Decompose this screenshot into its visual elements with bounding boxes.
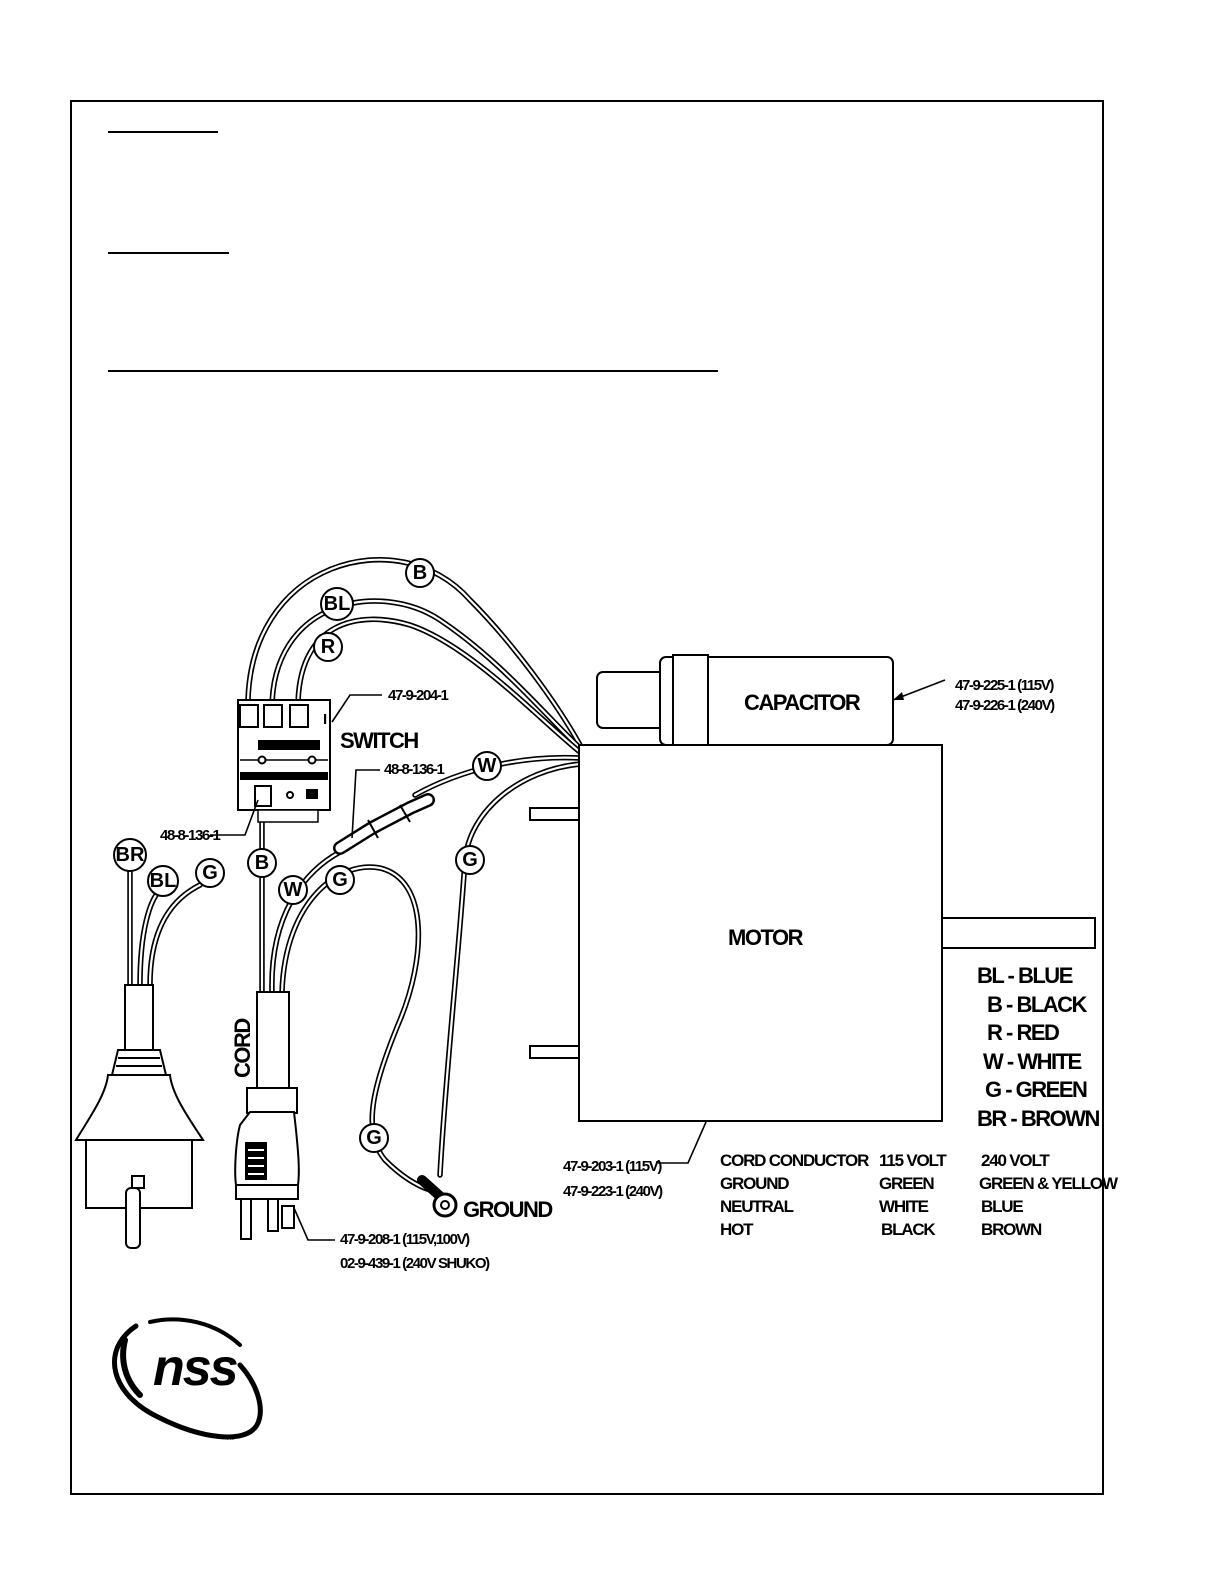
table-cell: GREEN & YELLOW xyxy=(979,1174,1119,1193)
wire-label-bl-switch: BL xyxy=(320,587,354,621)
svg-text:G: G xyxy=(202,862,218,884)
svg-text:G: G xyxy=(332,869,348,891)
wire-connector xyxy=(333,793,435,855)
table-header: 240 VOLT xyxy=(981,1151,1050,1170)
wire-label-g-motor: G xyxy=(455,845,485,875)
switch-mark: I xyxy=(323,711,327,728)
svg-text:W: W xyxy=(478,755,497,777)
motor-part-115: 47-9-203-1 (115V) xyxy=(563,1158,662,1175)
svg-text:R: R xyxy=(321,636,336,658)
logo-tm: TM xyxy=(226,1436,235,1442)
svg-text:B: B xyxy=(413,562,427,584)
table-header: CORD CONDUCTOR xyxy=(720,1151,869,1170)
table-cell: BLUE xyxy=(981,1197,1023,1216)
table-cell: GREEN xyxy=(879,1174,934,1193)
nss-logo: nss TM xyxy=(112,1317,263,1442)
table-cell: BLACK xyxy=(881,1220,936,1239)
page-frame xyxy=(70,100,1104,1495)
cord-part-240: 02-9-439-1 (240V SHUKO) xyxy=(340,1255,490,1272)
table-cell: BROWN xyxy=(981,1220,1042,1239)
wire-label-g-plug: G xyxy=(195,858,225,888)
legend-item: R - RED xyxy=(987,1020,1059,1045)
svg-text:BL: BL xyxy=(324,593,351,615)
wire-label-g-cord: G xyxy=(325,865,355,895)
wire-label-br-plug: BR xyxy=(113,838,147,872)
ground-label: GROUND xyxy=(463,1197,552,1222)
svg-text:BL: BL xyxy=(150,870,177,892)
switch-label: SWITCH xyxy=(340,728,418,753)
capacitor-label: CAPACITOR xyxy=(744,690,861,715)
table-cell: GROUND xyxy=(720,1174,789,1193)
svg-text:G: G xyxy=(462,849,478,871)
capacitor-part-115: 47-9-225-1 (115V) xyxy=(955,677,1054,694)
capacitor: CAPACITOR xyxy=(596,654,894,781)
svg-text:B: B xyxy=(255,852,269,874)
switch-terminal-part: 48-8-136-1 xyxy=(160,827,220,844)
plug-240v xyxy=(74,984,205,1249)
table-cell: HOT xyxy=(720,1220,754,1239)
motor: MOTOR xyxy=(529,744,1096,1122)
motor-part-240: 47-9-223-1 (240V) xyxy=(563,1183,663,1200)
switch-part-number: 47-9-204-1 xyxy=(388,687,448,704)
wire-label-w-top: W xyxy=(472,751,502,781)
logo-text: nss xyxy=(153,1339,238,1397)
cord-label: CORD xyxy=(230,1019,255,1078)
ground-lug xyxy=(417,1175,458,1218)
table-header: 115 VOLT xyxy=(879,1151,947,1170)
legend-item: W - WHITE xyxy=(983,1049,1082,1074)
cord-part-115: 47-9-208-1 (115V,100V) xyxy=(340,1231,470,1248)
wire-label-b-cord: B xyxy=(247,848,277,878)
legend-item: BL - BLUE xyxy=(977,963,1073,988)
svg-text:W: W xyxy=(284,879,303,901)
wire-label-r-switch: R xyxy=(313,632,343,662)
table-cell: NEUTRAL xyxy=(720,1197,794,1216)
svg-text:BR: BR xyxy=(116,844,145,866)
capacitor-part-240: 47-9-226-1 (240V) xyxy=(955,697,1055,714)
legend-item: G - GREEN xyxy=(985,1077,1087,1102)
cord-terminal-part: 48-8-136-1 xyxy=(384,761,444,778)
color-legend: BL - BLUE B - BLACK R - RED W - WHITE G … xyxy=(977,963,1101,1131)
wire-label-g-ground: G xyxy=(359,1123,389,1153)
wire-label-bl-plug: BL xyxy=(147,865,179,897)
legend-item: B - BLACK xyxy=(987,992,1088,1017)
wire-label-b-switch: B xyxy=(405,558,435,588)
svg-text:G: G xyxy=(366,1127,382,1149)
plug-115v xyxy=(234,991,300,1240)
table-cell: WHITE xyxy=(879,1197,929,1216)
legend-item: BR - BROWN xyxy=(977,1106,1099,1131)
conductor-table: CORD CONDUCTOR 115 VOLT 240 VOLT GROUND … xyxy=(720,1151,1120,1239)
wire-label-w-cord: W xyxy=(278,875,308,905)
motor-label: MOTOR xyxy=(728,925,804,950)
switch: I xyxy=(237,699,331,823)
